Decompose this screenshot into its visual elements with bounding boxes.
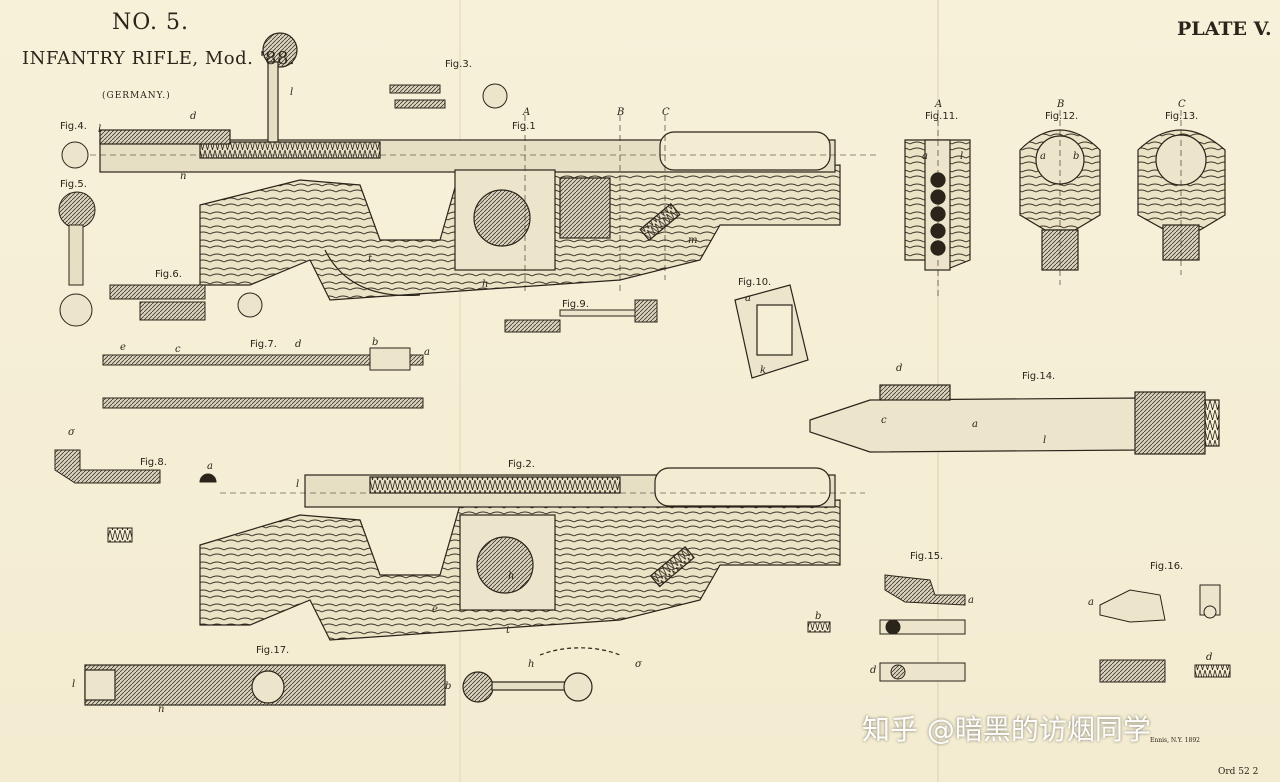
- fig11-label: Fig.11.: [925, 111, 959, 122]
- letter-l-fig2: l: [296, 479, 300, 490]
- fig9-part: [504, 299, 658, 333]
- letter-f-fig7: e: [120, 342, 126, 353]
- letter-A-fig11: A: [935, 99, 943, 110]
- fig15-parts: [807, 574, 966, 682]
- fig10-label: Fig.10.: [738, 277, 772, 288]
- letter-a-fig14: a: [972, 419, 978, 430]
- fig14-receiver: [809, 384, 1220, 455]
- fig2-label: Fig.2.: [508, 459, 535, 470]
- centre-lines: [90, 110, 1182, 494]
- letter-d-fig7: d: [295, 339, 302, 350]
- fig14-label: Fig.14.: [1022, 371, 1056, 382]
- letter-c-fig15: b: [815, 611, 822, 622]
- letter-a-fig8: a: [207, 461, 213, 472]
- letter-A: A: [523, 107, 531, 118]
- letter-d-fig14: d: [896, 363, 903, 374]
- letter-e-fig14: c: [881, 415, 887, 426]
- letter-t-fig2: t: [506, 625, 511, 636]
- letter-t-fig1: t: [368, 254, 373, 265]
- letter-m-fig1: m: [688, 235, 698, 246]
- letter-l-fig4: l: [98, 124, 102, 135]
- letter-b-fig12: b: [1073, 151, 1080, 162]
- plate-title: INFANTRY RIFLE, Mod. '88.: [22, 48, 296, 69]
- fig6-label: Fig.6.: [155, 269, 182, 280]
- letter-l-fig17: l: [72, 679, 76, 690]
- letter-d-fig1: d: [190, 111, 197, 122]
- fig2-rifle-section: [199, 467, 841, 641]
- fig7-label: Fig.7.: [250, 339, 277, 350]
- letter-d-fig16: d: [1206, 652, 1213, 663]
- plate-number: NO. 5.: [112, 10, 189, 35]
- letter-B-fig12: B: [1057, 99, 1065, 110]
- letter-h-fig17: h: [528, 659, 535, 670]
- letter-k-fig10: k: [760, 365, 767, 376]
- letter-sigma-fig8: σ: [68, 427, 75, 438]
- letter-a-fig15: a: [968, 595, 974, 606]
- fig1-rifle-section: [99, 32, 841, 301]
- letter-l-fig11: l: [960, 151, 964, 162]
- fig15-label: Fig.15.: [910, 551, 944, 562]
- fig8-label: Fig.8.: [140, 457, 167, 468]
- letter-h-fig2: h: [508, 571, 515, 582]
- letter-e-fig7: c: [175, 344, 181, 355]
- fig12-label: Fig.12.: [1045, 111, 1079, 122]
- letter-l-fig14: l: [1043, 435, 1047, 446]
- fig3-part: [389, 83, 508, 109]
- fig17-bolt: [84, 647, 621, 706]
- fig16-parts: [1099, 584, 1231, 683]
- letter-c-fig17: b: [445, 681, 452, 692]
- letter-a-fig7: a: [424, 347, 430, 358]
- letter-C: C: [662, 107, 670, 118]
- fig4-label: Fig.4.: [60, 121, 87, 132]
- letter-C-fig13: C: [1178, 99, 1186, 110]
- fig9-label: Fig.9.: [562, 299, 589, 310]
- letter-n-fig17: n: [158, 704, 165, 715]
- letter-c-fig7: b: [372, 337, 379, 348]
- letter-d-fig15: d: [870, 665, 877, 676]
- watermark-text: 知乎 @暗黑的访烟同学: [862, 713, 1151, 746]
- fig11-13-sections: [904, 129, 1226, 271]
- letter-a-fig12: a: [1040, 151, 1046, 162]
- fig10-clip: [734, 284, 809, 379]
- plate-country: (GERMANY.): [102, 91, 171, 101]
- letter-a-fig10: a: [745, 293, 751, 304]
- fig4-fig5-parts: [58, 141, 96, 327]
- letter-l-fig1: l: [290, 87, 294, 98]
- letter-B: B: [617, 107, 625, 118]
- fig3-label: Fig.3.: [445, 59, 472, 70]
- fig16-label: Fig.16.: [1150, 561, 1184, 572]
- fig5-label: Fig.5.: [60, 179, 87, 190]
- fig1-label: Fig.1: [512, 121, 536, 132]
- letter-n-fig1: n: [180, 171, 187, 182]
- letter-a-fig16: a: [1088, 597, 1094, 608]
- fig8-part: [54, 449, 217, 543]
- fig7-rods: [102, 347, 424, 409]
- fig6-part: [109, 284, 263, 321]
- letter-sigma-fig17: σ: [635, 659, 642, 670]
- ord-number: Ord 52 2: [1218, 767, 1259, 777]
- printer-mark: Ennis, N.Y. 1892: [1150, 737, 1200, 744]
- fig17-label: Fig.17.: [256, 645, 290, 656]
- plate-label: PLATE V.: [1177, 18, 1272, 40]
- letter-f-fig2: e: [432, 604, 438, 615]
- letter-h-fig1: h: [482, 279, 489, 290]
- letter-a-fig11: a: [922, 151, 928, 162]
- fig13-label: Fig.13.: [1165, 111, 1199, 122]
